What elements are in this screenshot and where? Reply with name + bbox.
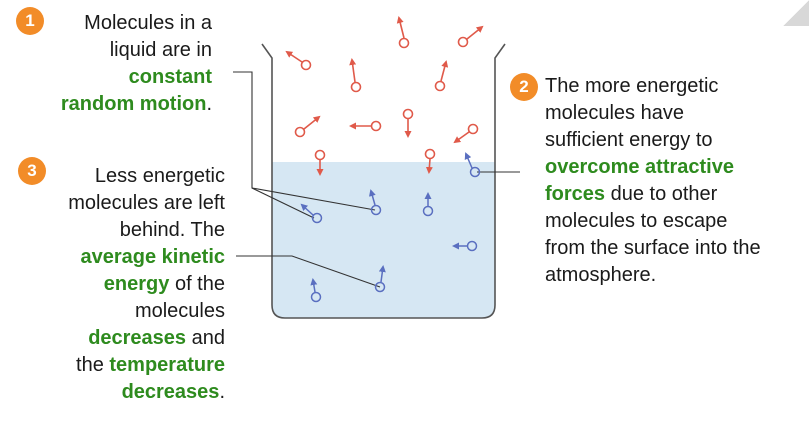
gas-molecule <box>457 25 484 48</box>
leader-line-1 <box>233 71 315 219</box>
highlighted-text: energy <box>103 273 170 295</box>
gas-molecule <box>294 115 321 138</box>
callout-line: constant <box>61 64 212 91</box>
text-segment: molecules are left <box>68 192 225 214</box>
callout-2-text: The more energetic molecules have sufficie… <box>545 73 761 289</box>
liquid-molecule <box>374 265 386 293</box>
callout-3-number: 3 <box>27 161 37 180</box>
callout-1-number: 1 <box>25 11 35 30</box>
callout-line: decreases. <box>68 379 225 406</box>
gas-molecule <box>453 123 479 144</box>
callout-1-text: Molecules in a liquid are in constant rando… <box>61 10 212 118</box>
callout-line: sufficient energy to <box>545 127 761 154</box>
gas-molecule <box>349 120 382 132</box>
callout-line: random motion. <box>61 91 212 118</box>
leader-line-1b <box>251 187 376 211</box>
highlighted-text: average kinetic <box>80 246 225 268</box>
callout-2-number: 2 <box>519 77 529 96</box>
callout-line: liquid are in <box>61 37 212 64</box>
callout-2-badge: 2 <box>510 73 538 101</box>
callout-line: decreases and <box>68 325 225 352</box>
callout-line: energy of the <box>68 271 225 298</box>
text-segment: the <box>76 354 110 376</box>
callout-line: overcome attractive <box>545 154 761 181</box>
text-segment: atmosphere. <box>545 264 657 286</box>
leader-line-3 <box>236 255 381 288</box>
highlighted-text: decreases <box>88 327 187 349</box>
highlighted-text: overcome attractive <box>545 156 734 178</box>
callout-line: molecules have <box>545 100 761 127</box>
beaker-outline <box>261 43 506 319</box>
gas-molecule <box>402 108 414 138</box>
text-segment: liquid are in <box>109 39 212 61</box>
text-segment: behind. The <box>119 219 225 241</box>
liquid-molecule <box>452 240 478 252</box>
highlighted-text: temperature <box>109 354 225 376</box>
liquid-molecule <box>422 192 434 217</box>
highlighted-text: constant <box>128 66 212 88</box>
liquid-molecule <box>300 203 323 224</box>
text-segment: . <box>219 381 225 403</box>
text-segment: Molecules in a <box>84 12 212 34</box>
callout-line: Molecules in a <box>61 10 212 37</box>
page-corner-fold <box>783 0 809 26</box>
callout-line: from the surface into the <box>545 235 761 262</box>
text-segment: and <box>186 327 225 349</box>
highlighted-text: decreases <box>121 381 220 403</box>
gas-molecule <box>396 16 410 49</box>
gas-molecule <box>349 58 362 93</box>
liquid-molecule <box>464 152 481 178</box>
gas-molecule <box>424 148 436 174</box>
text-segment: molecules to escape <box>545 210 728 232</box>
callout-1-badge: 1 <box>16 7 44 35</box>
highlighted-text: random motion <box>60 93 207 115</box>
text-segment: due to other <box>605 183 718 205</box>
gas-molecule <box>285 50 312 71</box>
callout-line: average kinetic <box>68 244 225 271</box>
callout-line: behind. The <box>68 217 225 244</box>
highlighted-text: forces <box>545 183 606 205</box>
text-segment: The more energetic <box>545 75 719 97</box>
callout-line: molecules are left <box>68 190 225 217</box>
gas-molecule <box>434 60 449 92</box>
text-segment: molecules <box>134 300 225 322</box>
gas-molecules <box>285 16 484 176</box>
text-segment: molecules have <box>545 102 684 124</box>
callout-3-badge: 3 <box>18 157 46 185</box>
callout-line: molecules <box>68 298 225 325</box>
text-segment: Less energetic <box>94 165 225 187</box>
text-segment: . <box>206 93 212 115</box>
callout-line: The more energetic <box>545 73 761 100</box>
gas-molecule <box>314 149 326 176</box>
callout-line: the temperature <box>68 352 225 379</box>
callout-line: forces due to other <box>545 181 761 208</box>
liquid-molecules <box>300 152 481 303</box>
callout-3-text: Less energetic molecules are left behind. … <box>68 163 225 406</box>
callout-line: atmosphere. <box>545 262 761 289</box>
text-segment: from the surface into the <box>545 237 761 259</box>
liquid-molecule <box>310 278 322 303</box>
liquid-molecule <box>369 189 382 216</box>
liquid-region <box>272 162 495 318</box>
callout-line: molecules to escape <box>545 208 761 235</box>
text-segment: sufficient energy to <box>545 129 713 151</box>
callout-line: Less energetic <box>68 163 225 190</box>
text-segment: of the <box>169 273 225 295</box>
